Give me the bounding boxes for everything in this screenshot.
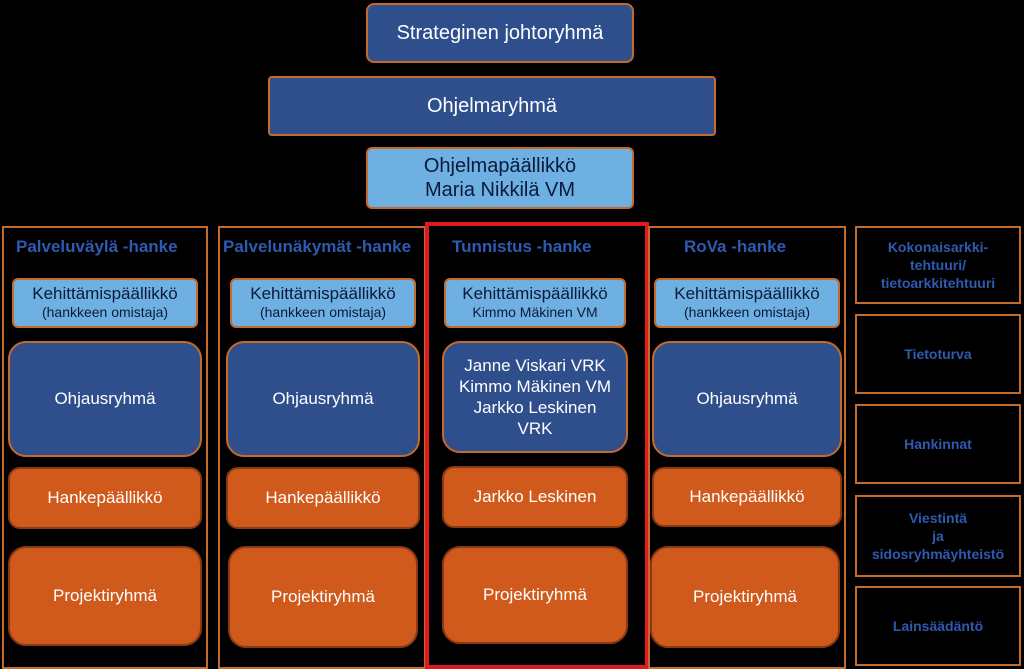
project-title: RoVa -hanke	[684, 237, 787, 256]
project-column-rova	[648, 226, 846, 669]
side-label: Lainsäädäntö	[892, 618, 984, 634]
project-team-label: Projektiryhmä	[53, 586, 157, 605]
side-label: Hankinnat	[904, 436, 972, 452]
side-box-security: Tietoturva	[855, 314, 1021, 394]
project-manager-label: Jarkko Leskinen	[473, 487, 597, 506]
project-team-box: Projektiryhmä	[228, 546, 418, 648]
dev-manager-box: Kehittämispäällikkö (hankkeen omistaja)	[12, 278, 198, 328]
dev-manager-sub: (hankkeen omistaja)	[41, 304, 169, 320]
program-group-label: Ohjelmaryhmä	[426, 94, 558, 117]
steering-member: VRK	[517, 419, 553, 438]
steering-group-box: Ohjausryhmä	[652, 341, 842, 457]
project-manager-label: Hankepäällikkö	[689, 487, 805, 506]
steering-member: Jarkko Leskinen	[473, 398, 597, 417]
dev-manager-title: Kehittämispäällikkö	[32, 284, 178, 303]
side-label: Kokonaisarkki-	[887, 239, 989, 255]
project-manager-box: Hankepäällikkö	[226, 467, 420, 529]
dev-manager-box: Kehittämispäällikkö Kimmo Mäkinen VM	[444, 278, 626, 328]
steering-member: Kimmo Mäkinen VM	[458, 377, 612, 396]
side-label: ja	[932, 528, 944, 544]
dev-manager-box: Kehittämispäällikkö (hankkeen omistaja)	[654, 278, 840, 328]
project-team-label: Projektiryhmä	[483, 585, 587, 604]
steering-group-label: Ohjausryhmä	[696, 389, 798, 408]
project-title: Palvelunäkymät -hanke	[223, 237, 412, 256]
program-manager-name: Maria Nikkilä VM	[424, 179, 576, 201]
program-group-box: Ohjelmaryhmä	[268, 76, 716, 136]
dev-manager-title: Kehittämispäällikkö	[250, 284, 396, 303]
side-label: tehtuuri/	[910, 257, 966, 273]
steering-group-box: Janne Viskari VRK Kimmo Mäkinen VM Jarkk…	[442, 341, 628, 453]
dev-manager-title: Kehittämispäällikkö	[674, 284, 820, 303]
strategic-board-label: Strateginen johtoryhmä	[396, 21, 604, 44]
side-label: sidosryhmäyhteistö	[871, 546, 1005, 562]
project-team-label: Projektiryhmä	[271, 587, 375, 606]
strategic-board-box: Strateginen johtoryhmä	[366, 3, 634, 63]
side-box-communication: Viestintä ja sidosryhmäyhteistö	[855, 495, 1021, 577]
dev-manager-title: Kehittämispäällikkö	[462, 284, 608, 303]
side-box-legislation: Lainsäädäntö	[855, 586, 1021, 666]
side-box-architecture: Kokonaisarkki- tehtuuri/ tietoarkkitehtu…	[855, 226, 1021, 304]
dev-manager-sub: (hankkeen omistaja)	[683, 304, 811, 320]
project-team-box: Projektiryhmä	[8, 546, 202, 646]
project-manager-box: Jarkko Leskinen	[442, 466, 628, 528]
side-label: tietoarkkitehtuuri	[880, 275, 996, 291]
project-title: Tunnistus -hanke	[452, 237, 592, 256]
project-title: Palveluväylä -hanke	[16, 237, 178, 256]
steering-group-label: Ohjausryhmä	[54, 389, 156, 408]
project-manager-label: Hankepäällikkö	[265, 488, 381, 507]
project-team-box: Projektiryhmä	[650, 546, 840, 648]
dev-manager-sub: (hankkeen omistaja)	[259, 304, 387, 320]
highlight-frame	[425, 222, 649, 669]
project-column-palveluvayla	[2, 226, 208, 669]
steering-member: Janne Viskari VRK	[464, 356, 606, 375]
side-label: Tietoturva	[904, 346, 972, 362]
side-box-procurement: Hankinnat	[855, 404, 1021, 484]
steering-group-box: Ohjausryhmä	[226, 341, 420, 457]
dev-manager-name: Kimmo Mäkinen VM	[472, 304, 598, 320]
steering-group-box: Ohjausryhmä	[8, 341, 202, 457]
project-team-label: Projektiryhmä	[693, 587, 797, 606]
side-label: Viestintä	[908, 510, 968, 526]
program-manager-title: Ohjelmapäällikkö	[423, 155, 577, 177]
project-manager-box: Hankepäällikkö	[8, 467, 202, 529]
dev-manager-box: Kehittämispäällikkö (hankkeen omistaja)	[230, 278, 416, 328]
steering-group-label: Ohjausryhmä	[272, 389, 374, 408]
project-team-box: Projektiryhmä	[442, 546, 628, 644]
project-manager-label: Hankepäällikkö	[47, 488, 163, 507]
program-manager-box: Ohjelmapäällikkö Maria Nikkilä VM	[366, 147, 634, 209]
project-manager-box: Hankepäällikkö	[652, 467, 842, 527]
